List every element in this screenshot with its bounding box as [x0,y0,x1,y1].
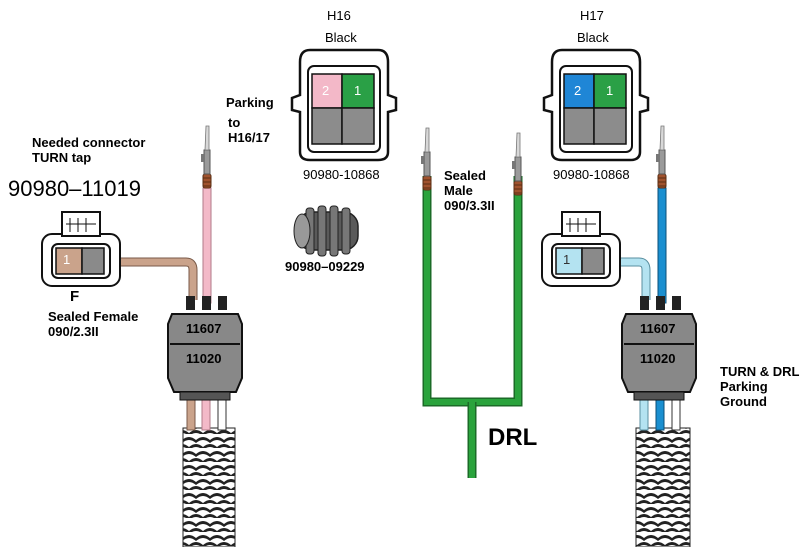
drl-label: DRL [488,424,538,451]
right-body-top-code: 11607 [640,321,676,336]
female-gender-label: F [70,288,80,305]
right-tap-pin-label: 1 [563,252,571,267]
left-braided-sleeve [182,427,236,547]
right-function-label: TURN & DRL Parking Ground [720,364,800,409]
right-body-bottom-code: 11020 [640,351,676,366]
left-tan-tap-wire [115,257,198,300]
seal-plug-icon [293,205,359,257]
left-tap-connector [41,211,121,287]
needed-part-number: 90980–11019 [8,176,141,201]
left-harness [115,125,243,547]
h17-pin1-cell [593,73,627,109]
right-connector-body [621,313,697,401]
h16-color-label: Black [325,30,357,45]
left-pink-wire [202,187,212,304]
left-tap-pin-label: 1 [63,252,71,267]
sealed-female-label: Sealed Female 090/2.3II [48,309,139,339]
h17-pin1-label: 1 [606,83,614,98]
h16-pin1-label: 1 [354,83,362,98]
right-braided-sleeve [635,427,691,547]
needed-connector-label: Needed connector TURN tap [32,135,146,165]
left-body-top-code: 11607 [186,321,222,336]
h17-connector [542,48,650,162]
h16-title: H16 [327,8,351,23]
h17-part-number: 90980-10868 [553,167,630,182]
h17-color-label: Black [577,30,609,45]
right-blue-wire [657,187,667,304]
right-harness [612,125,697,547]
left-connector-body [167,313,243,401]
sealed-male-label: Sealed Male 090/3.3II [444,168,495,213]
h16-pin1-cell [341,73,375,109]
h16-connector [290,48,398,162]
right-tap-connector [541,211,621,287]
parking-label: Parking [226,95,274,110]
to-h16-17-label: to H16/17 [228,115,270,145]
center-drl-harness [420,127,523,478]
h17-pin2-label: 2 [574,83,582,98]
h16-part-number: 90980-10868 [303,167,380,182]
h16-pin2-label: 2 [322,83,330,98]
h17-pin2-cell [563,73,595,109]
h17-title: H17 [580,8,604,23]
seal-part-number: 90980–09229 [285,259,365,274]
left-body-bottom-code: 11020 [186,351,222,366]
